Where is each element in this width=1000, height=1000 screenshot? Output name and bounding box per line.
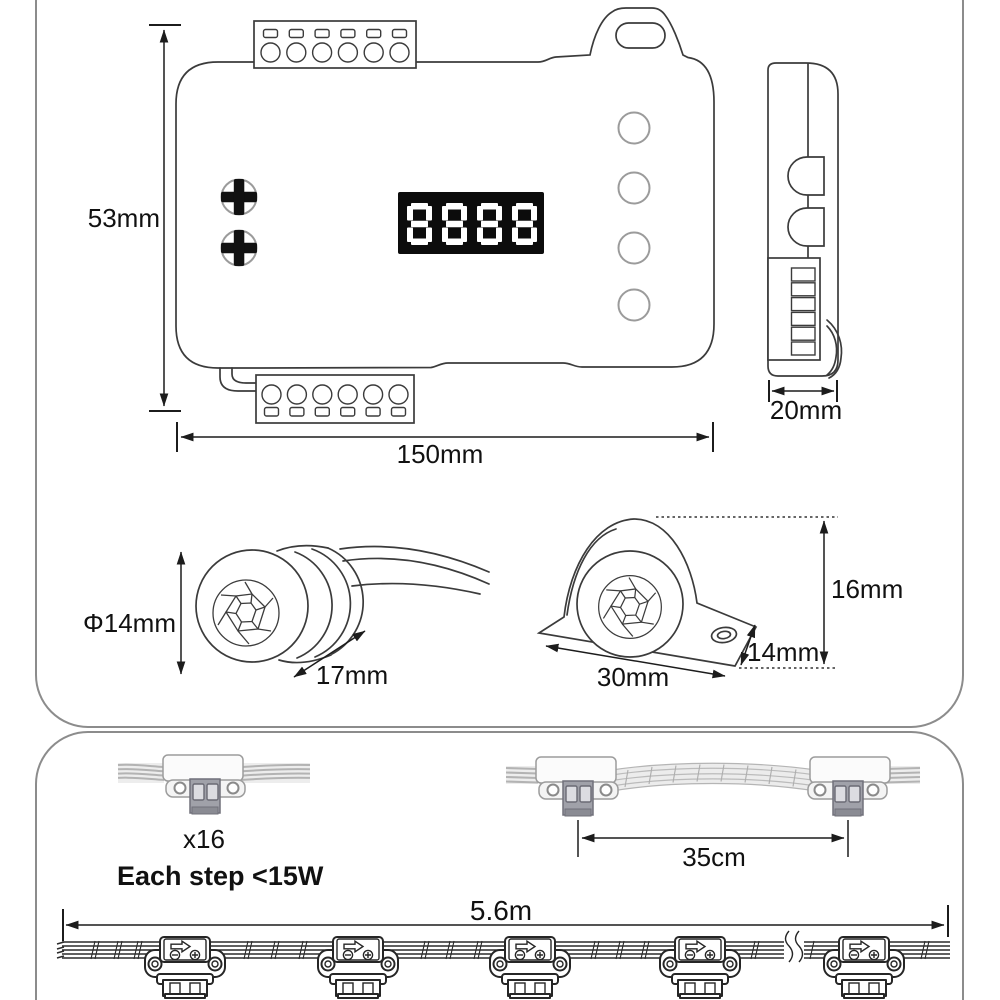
front-view-dimensions: 53mm 150mm xyxy=(88,24,714,469)
braid-marks xyxy=(90,940,930,960)
device-button xyxy=(617,288,651,322)
surface-sensor-view: 16mm 14mm 30mm xyxy=(536,516,903,692)
connector-count-label: x16 xyxy=(183,824,225,854)
adjust-screws xyxy=(220,178,258,267)
connector-pair-figure: 35cm xyxy=(505,756,921,872)
seven-segment-display: 8888 xyxy=(398,192,544,254)
panel-buttons xyxy=(617,111,651,322)
width-dimension-label: 150mm xyxy=(397,439,484,469)
strip-length-label: 5.6m xyxy=(470,895,532,926)
recessed-sensor-view: Φ14mm 17mm xyxy=(83,544,490,690)
power-note-label: Each step <15W xyxy=(117,861,324,891)
sensor-depth-label: 17mm xyxy=(316,660,388,690)
device-button xyxy=(617,231,651,265)
height-dimension-label: 53mm xyxy=(88,203,160,233)
controller-side-view: 20mm xyxy=(767,62,843,425)
sensor-height-label: 16mm xyxy=(831,574,903,604)
sensor-diameter-label: Φ14mm xyxy=(83,608,176,638)
top-terminal-block xyxy=(253,20,417,69)
device-button xyxy=(617,171,651,205)
depth-dimension-label: 20mm xyxy=(770,395,842,425)
single-connector-figure: x16 Each step <15W xyxy=(117,754,324,891)
display-value: 8888 xyxy=(438,212,505,245)
plus-screw-icon xyxy=(220,178,258,216)
controller-front-view: 8888 xyxy=(175,7,715,424)
base-width-label: 30mm xyxy=(597,662,669,692)
base-mounting-hole xyxy=(710,626,738,644)
led-strip-figure: 5.6m xyxy=(56,895,950,999)
base-depth-label: 14mm xyxy=(747,637,819,667)
bottom-terminal-block xyxy=(255,374,415,424)
mounting-hole xyxy=(615,22,666,49)
cable-break-icon xyxy=(784,930,804,964)
device-button xyxy=(617,111,651,145)
bottom-panel xyxy=(35,731,964,1000)
connector-spacing-label: 35cm xyxy=(682,842,746,872)
plus-screw-icon xyxy=(220,229,258,267)
